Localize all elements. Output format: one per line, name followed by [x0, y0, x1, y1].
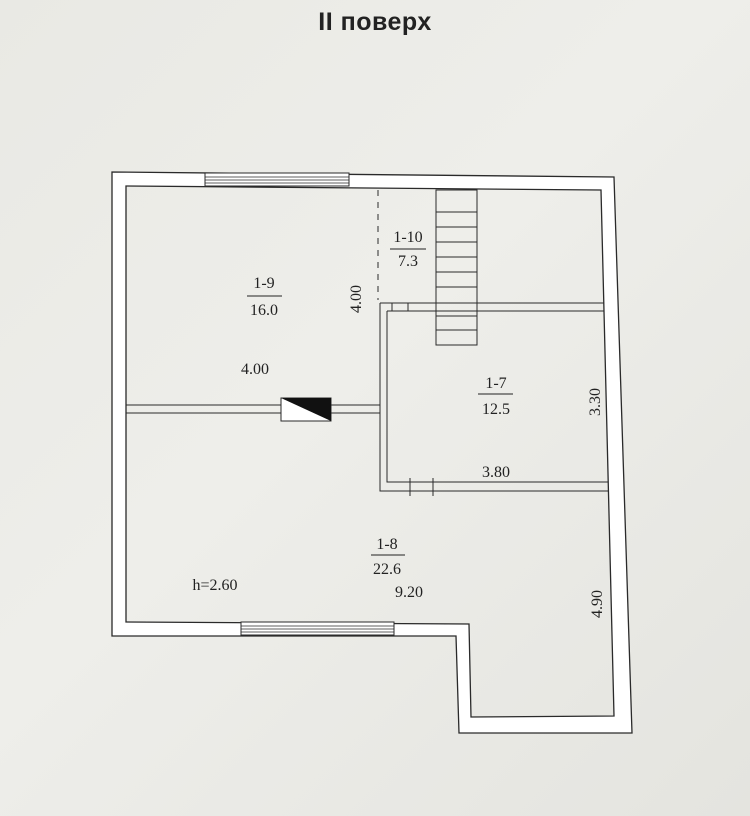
page-title: II поверх	[318, 8, 432, 36]
room-label-1-7: 1-7 12.5	[478, 375, 513, 418]
room-id: 1-8	[376, 536, 397, 553]
bottom-window	[240, 621, 395, 636]
room-label-1-8: 1-8 22.6	[371, 536, 405, 578]
room-area: 12.5	[482, 401, 510, 418]
partition-wall-horizontal	[126, 404, 380, 414]
dimension-room17-height: 3.30	[587, 388, 604, 416]
chimney-shaft	[280, 397, 332, 422]
room-17-wall	[379, 302, 608, 496]
dimension-room19-width: 4.00	[241, 361, 269, 378]
top-window	[204, 172, 350, 187]
dimension-room18-width: 9.20	[395, 584, 423, 601]
dimension-room19-height: 4.00	[348, 285, 365, 313]
room-id: 1-10	[393, 229, 422, 246]
dimension-right-height: 4.90	[589, 590, 606, 618]
exterior-wall	[111, 171, 633, 734]
ceiling-height: h=2.60	[192, 577, 237, 594]
room-label-1-10: 1-10 7.3	[390, 229, 426, 270]
room-id: 1-9	[253, 275, 274, 292]
room-area: 22.6	[373, 561, 401, 578]
room-area: 16.0	[250, 302, 278, 319]
staircase	[435, 189, 478, 346]
room-area: 7.3	[398, 253, 418, 270]
room-id: 1-7	[485, 375, 506, 392]
dimension-room17-width: 3.80	[482, 464, 510, 481]
room-label-1-9: 1-9 16.0	[247, 275, 282, 319]
